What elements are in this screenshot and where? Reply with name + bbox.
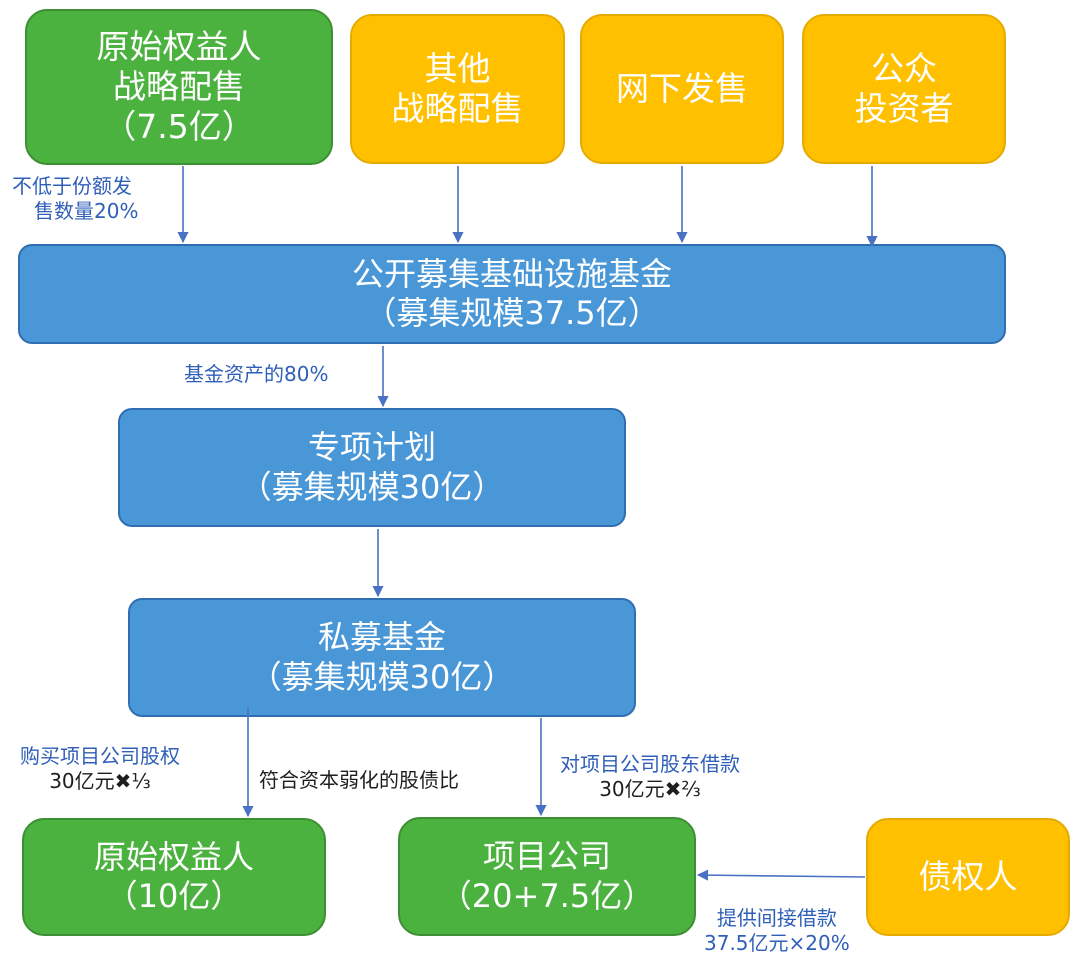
- box-line: 其他: [424, 48, 491, 88]
- label-line: 37.5亿元×20%: [704, 931, 850, 955]
- box-line: （7.5亿）: [103, 107, 255, 147]
- box-line: 战略配售: [113, 66, 245, 106]
- offline-sale-box: 网下发售: [580, 14, 784, 164]
- original-holder-bottom-box: 原始权益人 （10亿）: [22, 818, 326, 936]
- label-debt-ratio: 符合资本弱化的股债比: [259, 768, 459, 793]
- box-line: 私募基金: [317, 618, 446, 657]
- label-line: 不低于份额发: [12, 174, 132, 198]
- box-line: （10亿）: [105, 877, 243, 915]
- other-strategic-box: 其他 战略配售: [350, 14, 565, 164]
- label-line: 基金资产的80%: [184, 362, 329, 386]
- box-line: （20+7.5亿）: [439, 876, 655, 915]
- box-line: 债权人: [918, 856, 1018, 896]
- original-holder-strategic-box: 原始权益人 战略配售 （7.5亿）: [25, 9, 333, 165]
- box-line: 原始权益人: [93, 837, 254, 876]
- label-indirect-loan: 提供间接借款 37.5亿元×20%: [704, 906, 850, 956]
- label-fund-assets: 基金资产的80%: [184, 362, 328, 387]
- label-buy-equity: 购买项目公司股权 30亿元✖⅓: [20, 744, 180, 794]
- box-line: （募集规模30亿）: [239, 467, 505, 506]
- box-line: 网下发售: [616, 68, 748, 108]
- label-line: 30亿元✖⅔: [599, 777, 701, 801]
- label-line: 对项目公司股东借款: [560, 752, 740, 776]
- label-line: 售数量20%: [34, 199, 139, 223]
- box-line: 投资者: [854, 89, 954, 128]
- box-line: 战略配售: [391, 89, 524, 128]
- box-line: 项目公司: [482, 837, 611, 876]
- project-company-box: 项目公司 （20+7.5亿）: [398, 817, 696, 936]
- label-min-share: 不低于份额发 售数量20%: [12, 174, 138, 224]
- public-investors-box: 公众 投资者: [802, 14, 1006, 164]
- private-fund-box: 私募基金 （募集规模30亿）: [128, 598, 636, 717]
- label-line: 提供间接借款: [716, 906, 837, 930]
- label-line: 30亿元✖⅓: [49, 769, 151, 793]
- label-line: 购买项目公司股权: [20, 744, 180, 768]
- arrow-creditor-to-company: [696, 869, 866, 881]
- public-infrastructure-fund-box: 公开募集基础设施基金 （募集规模37.5亿）: [18, 244, 1006, 344]
- box-line: 专项计划: [307, 428, 436, 467]
- special-plan-box: 专项计划 （募集规模30亿）: [118, 408, 626, 527]
- box-line: 公众: [871, 48, 937, 88]
- box-line: （募集规模30亿）: [249, 657, 515, 696]
- label-shareholder-loan: 对项目公司股东借款 30亿元✖⅔: [560, 752, 740, 802]
- box-line: （募集规模37.5亿）: [364, 294, 660, 332]
- label-line: 符合资本弱化的股债比: [259, 768, 459, 792]
- box-line: 公开募集基础设施基金: [351, 254, 672, 293]
- box-line: 原始权益人: [96, 26, 262, 66]
- creditor-box: 债权人: [866, 818, 1070, 936]
